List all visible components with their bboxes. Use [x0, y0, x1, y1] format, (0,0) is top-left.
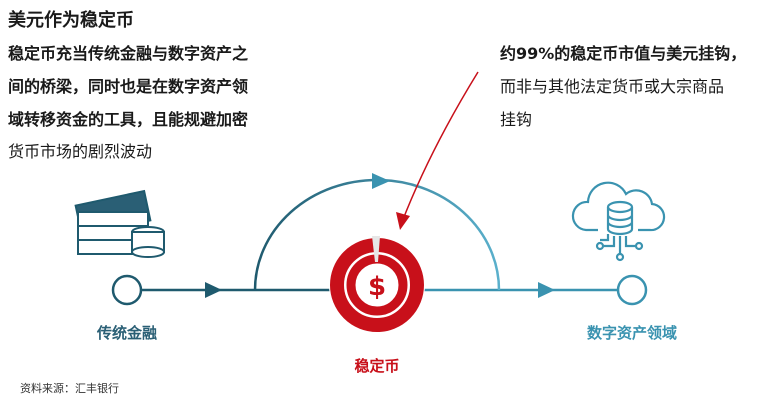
arrow-right-icon	[538, 282, 555, 298]
stablecoin-label: 稳定币	[354, 357, 400, 375]
arrow-right-icon	[205, 282, 222, 298]
callout-line	[401, 71, 479, 223]
left-text-line: 稳定币充当传统金融与数字资产之	[8, 44, 249, 63]
right-text-line: 约99%的稳定币市值与美元挂钩，	[500, 44, 747, 63]
digital-asset-label: 数字资产领域	[586, 324, 678, 342]
stablecoin-donut-icon: $	[329, 236, 425, 333]
left-text-line: 货币市场的剧烈波动	[8, 142, 153, 161]
callout-arrow-icon	[396, 212, 410, 230]
right-text-line: 挂钩	[500, 110, 533, 129]
left-text-line: 间的桥梁，同时也是在数字资产领	[8, 77, 249, 96]
traditional-finance-label: 传统金融	[96, 324, 158, 342]
source-note: 资料来源：汇丰银行	[20, 382, 119, 395]
dollar-sign: $	[368, 272, 386, 302]
cash-stack-icon	[74, 189, 165, 258]
traditional-finance-node	[111, 274, 143, 306]
diagram-title: 美元作为稳定币	[8, 10, 134, 31]
left-text-line: 域转移资金的工具，且能规避加密	[8, 110, 249, 129]
digital-asset-node	[616, 274, 648, 306]
arrow-right-icon	[372, 173, 390, 189]
right-text-line: 而非与其他法定货币或大宗商品	[500, 77, 725, 96]
cloud-database-icon	[571, 181, 666, 262]
